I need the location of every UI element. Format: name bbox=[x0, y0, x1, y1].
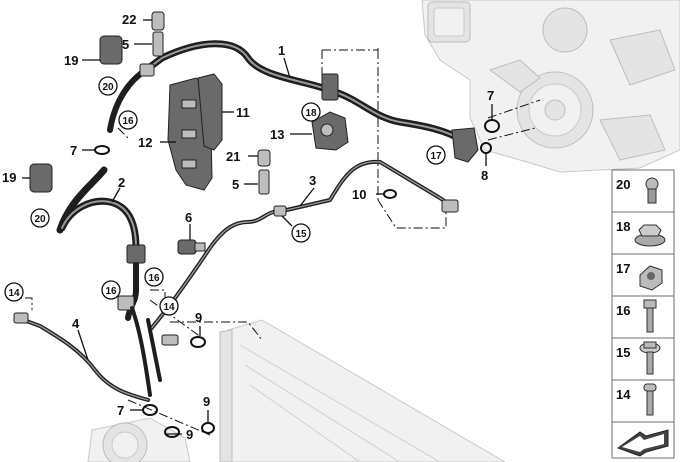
callout-circle-16: 16 bbox=[118, 110, 138, 130]
reference-lines bbox=[8, 48, 541, 436]
callout-circle-14: 14 bbox=[4, 282, 24, 302]
service-valve-lower bbox=[257, 149, 271, 195]
svg-text:20: 20 bbox=[616, 177, 630, 192]
leader-lines bbox=[22, 19, 493, 435]
damper-lower bbox=[29, 163, 53, 193]
brackets-11-12 bbox=[167, 73, 223, 191]
legend-cell-16: 16 bbox=[611, 295, 675, 339]
legend-cell-footer bbox=[611, 421, 675, 459]
callout-circle-18: 18 bbox=[301, 102, 321, 122]
callout-9: 9 bbox=[195, 310, 202, 325]
legend-cell-14: 14 bbox=[611, 379, 675, 423]
callout-circle-20: 20 bbox=[98, 76, 118, 96]
callout-1: 1 bbox=[278, 43, 285, 58]
callout-12: 12 bbox=[138, 135, 152, 150]
line-1-bracket bbox=[321, 73, 339, 101]
callout-5: 5 bbox=[232, 177, 239, 192]
callout-labels: 22 5 19 1 11 12 13 7 21 5 2 3 10 19 6 7 … bbox=[2, 12, 494, 442]
callout-22: 22 bbox=[122, 12, 136, 27]
callout-5: 5 bbox=[122, 37, 129, 52]
svg-text:17: 17 bbox=[430, 151, 442, 162]
svg-text:16: 16 bbox=[122, 116, 134, 127]
ball-stud-icon bbox=[645, 177, 659, 204]
legend-cell-20: 20 bbox=[611, 169, 675, 213]
legend-cell-18: 18 bbox=[611, 211, 675, 255]
callout-19: 19 bbox=[2, 170, 16, 185]
callout-circle-14: 14 bbox=[159, 296, 179, 316]
svg-text:14: 14 bbox=[616, 387, 631, 402]
legend-cell-15: 15 bbox=[611, 337, 675, 381]
circled-callouts: 20 20 16 18 17 15 14 16 bbox=[4, 76, 446, 316]
compressor-ghost bbox=[87, 417, 191, 462]
callout-13: 13 bbox=[270, 127, 284, 142]
callout-circle-16: 16 bbox=[144, 267, 164, 287]
svg-text:14: 14 bbox=[8, 288, 20, 299]
svg-text:17: 17 bbox=[616, 261, 630, 276]
navigation-arrow-icon bbox=[616, 429, 669, 457]
callout-21: 21 bbox=[226, 149, 240, 164]
callout-7: 7 bbox=[117, 403, 124, 418]
o-rings bbox=[94, 119, 500, 438]
svg-text:16: 16 bbox=[616, 303, 630, 318]
callout-9: 9 bbox=[186, 427, 193, 442]
svg-text:20: 20 bbox=[102, 82, 114, 93]
callout-2: 2 bbox=[118, 175, 125, 190]
hex-bolt-icon bbox=[643, 299, 657, 333]
callout-6: 6 bbox=[185, 210, 192, 225]
refrigerant-line-3 bbox=[148, 159, 459, 332]
callout-7: 7 bbox=[487, 88, 494, 103]
callout-9: 9 bbox=[203, 394, 210, 409]
callout-circle-20: 20 bbox=[30, 208, 50, 228]
svg-text:15: 15 bbox=[616, 345, 630, 360]
svg-text:18: 18 bbox=[616, 219, 630, 234]
svg-text:16: 16 bbox=[148, 273, 160, 284]
holder-13 bbox=[311, 111, 349, 151]
svg-text:16: 16 bbox=[105, 286, 117, 297]
callout-circle-17: 17 bbox=[426, 145, 446, 165]
refrigerant-line-2 bbox=[56, 166, 146, 321]
svg-text:18: 18 bbox=[305, 108, 317, 119]
fastener-legend: 20 18 17 16 bbox=[611, 169, 675, 459]
callout-circle-16: 16 bbox=[101, 280, 121, 300]
svg-text:20: 20 bbox=[34, 214, 46, 225]
refrigerant-line-4 bbox=[13, 306, 162, 402]
torx-bolt-icon bbox=[643, 383, 657, 416]
condenser-ghost bbox=[219, 319, 506, 462]
damper-upper bbox=[99, 35, 123, 65]
svg-text:15: 15 bbox=[295, 229, 307, 240]
pressure-sensor-6 bbox=[177, 239, 206, 255]
refrigerant-line-1 bbox=[107, 40, 479, 163]
callout-11: 11 bbox=[236, 105, 250, 120]
callout-circle-15: 15 bbox=[291, 223, 311, 243]
collar-bolt-icon bbox=[639, 341, 661, 375]
hex-nut-icon bbox=[639, 265, 663, 291]
callout-3: 3 bbox=[309, 173, 316, 188]
flange-nut-icon bbox=[634, 224, 666, 247]
callout-7: 7 bbox=[70, 143, 77, 158]
service-valve-upper bbox=[151, 11, 165, 57]
callout-19: 19 bbox=[64, 53, 78, 68]
svg-text:14: 14 bbox=[163, 302, 175, 313]
callout-4: 4 bbox=[72, 316, 80, 331]
callout-8: 8 bbox=[481, 168, 488, 183]
line-1-evaporator-fitting bbox=[451, 127, 479, 163]
legend-cell-17: 17 bbox=[611, 253, 675, 297]
callout-10: 10 bbox=[352, 187, 366, 202]
